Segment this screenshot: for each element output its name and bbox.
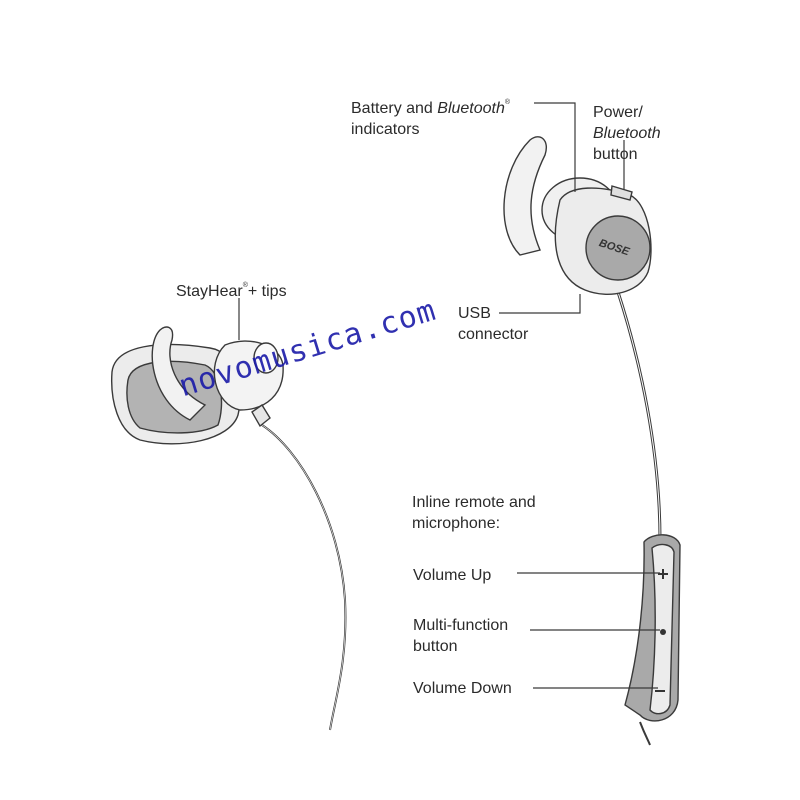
volume-down-label: Volume Down: [413, 680, 512, 697]
left-cable: [261, 424, 347, 731]
left-earbud: [111, 326, 284, 445]
left-cable-inner: [261, 424, 346, 731]
volume-down-icon: [655, 690, 665, 692]
inline-remote: [624, 534, 681, 722]
usb-leader: [499, 294, 581, 314]
leader-lines: [238, 102, 660, 689]
right-cable-lower: [639, 721, 651, 746]
battery-leader: [534, 102, 576, 192]
battery-indicators-label: Battery and Bluetooth®indicators: [351, 99, 511, 138]
stayhear-tips-label: StayHear®+ tips: [176, 282, 287, 300]
left-wing: [151, 326, 207, 421]
right-wing: [503, 136, 547, 256]
right-cable: [616, 291, 662, 541]
right-face: [585, 215, 651, 281]
volume-up-label: Volume Up: [413, 567, 492, 584]
right-earbud: [503, 136, 652, 295]
multi-function-icon: [660, 629, 666, 635]
remote-buttons: [655, 569, 668, 692]
